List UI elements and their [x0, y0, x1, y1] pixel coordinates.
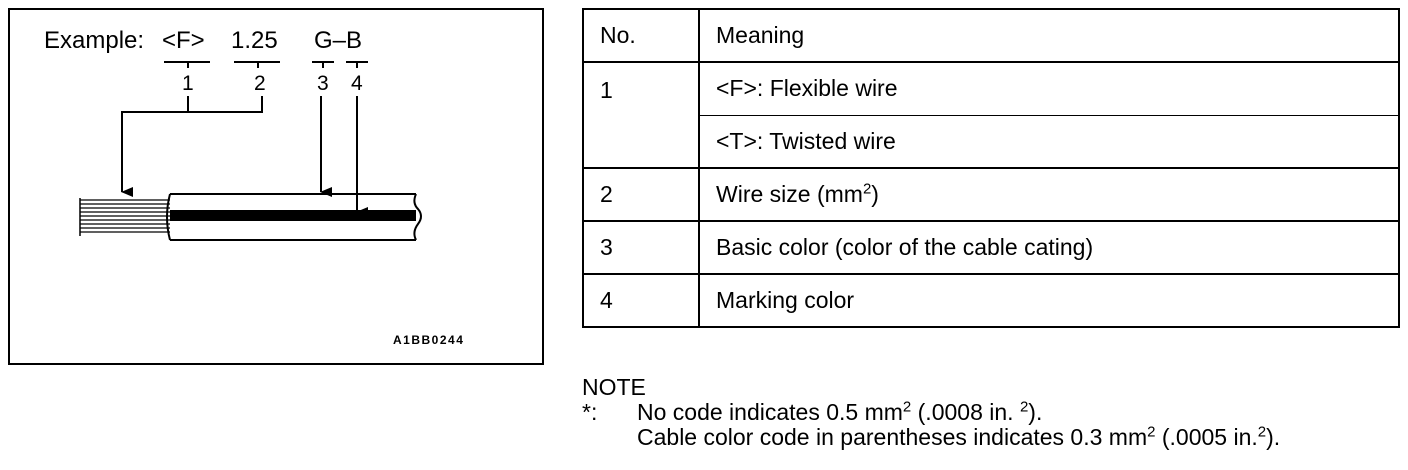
cell-meaning: Wire size (mm2) [698, 167, 1400, 222]
note-asterisk: *: [582, 399, 598, 425]
table-header-row: No. Meaning [582, 8, 1400, 63]
note-text: (.0005 in. [1155, 424, 1258, 450]
cell-meaning: Marking color [698, 273, 1400, 328]
superscript: 2 [902, 398, 912, 416]
code-flexible: <F> [162, 27, 205, 54]
header-meaning: Meaning [698, 8, 1400, 63]
wire-size-text: Wire size (mm [716, 181, 863, 207]
figure-code: A1BB0244 [393, 333, 464, 347]
wire-cable [79, 193, 422, 241]
leader-lines [121, 96, 368, 217]
note-lines: No code indicates 0.5 mm2 (.0008 in. 2).… [637, 398, 1281, 450]
code-size: 1.25 [231, 27, 278, 54]
note-text: (.0008 in. [911, 399, 1020, 425]
table-row: 3 Basic color (color of the cable cating… [582, 220, 1400, 275]
table-row: <T>: Twisted wire [583, 114, 1400, 169]
callout-1: 1 [182, 72, 194, 95]
note-title: NOTE [582, 374, 646, 400]
callout-2: 2 [254, 72, 266, 95]
wire-illustration: Example: <F> 1.25 G–B 1 2 3 4 [44, 27, 464, 347]
table-row: 4 Marking color [582, 273, 1400, 328]
cell-no: 1 [582, 61, 700, 169]
note-line-2: Cable color code in parentheses indicate… [637, 423, 1281, 450]
cell-meaning: <F>: Flexible wire [698, 61, 1400, 116]
wire-size-suffix: ) [871, 181, 879, 207]
note-text: No code indicates 0.5 mm [637, 399, 903, 425]
wire-code-diagram: Example: <F> 1.25 G–B 1 2 3 4 [8, 8, 544, 365]
note-block: NOTE *: No code indicates 0.5 mm2 (.0008… [582, 375, 1280, 450]
cell-no: 4 [582, 273, 700, 328]
table-row: 2 Wire size (mm2) [582, 167, 1400, 222]
superscript: 2 [862, 180, 872, 198]
note-entry: *: No code indicates 0.5 mm2 (.0008 in. … [582, 398, 1281, 450]
cell-no: 3 [582, 220, 700, 275]
code-underlines [164, 61, 368, 68]
example-label: Example: [44, 27, 144, 54]
header-no: No. [582, 8, 700, 63]
note-line-1: No code indicates 0.5 mm2 (.0008 in. 2). [637, 398, 1280, 425]
note-text: Cable color code in parentheses indicate… [637, 424, 1148, 450]
cell-meaning: Basic color (color of the cable cating) [698, 220, 1400, 275]
cell-no: 2 [582, 167, 700, 222]
wire-code-meaning-table: No. Meaning 1 <F>: Flexible wire <T>: Tw… [582, 8, 1400, 328]
superscript: 2 [1019, 398, 1029, 416]
superscript: 2 [1257, 423, 1267, 441]
callout-3: 3 [317, 72, 329, 95]
cell-meaning: <T>: Twisted wire [698, 114, 1400, 169]
superscript: 2 [1147, 423, 1156, 441]
note-text: ). [1028, 399, 1043, 425]
table-row: 1 <F>: Flexible wire [582, 61, 1400, 169]
note-text: ). [1266, 424, 1281, 450]
code-colors: G–B [314, 27, 362, 54]
callout-4: 4 [351, 72, 363, 95]
